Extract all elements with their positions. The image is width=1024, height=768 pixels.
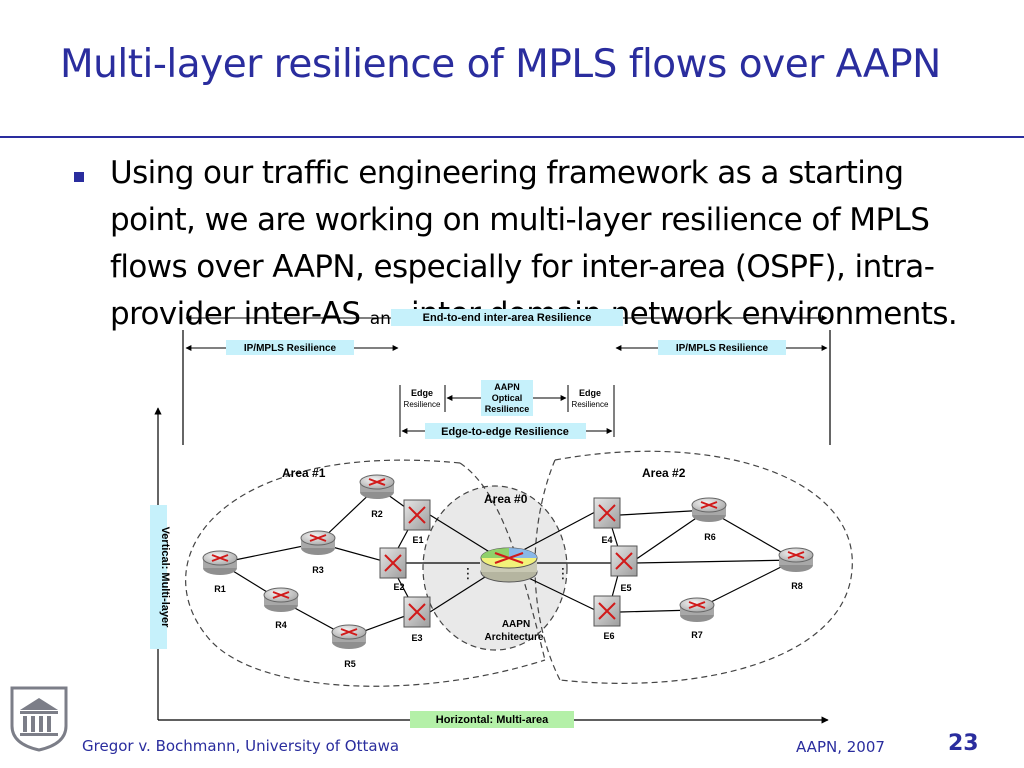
edge-switch-e3 — [403, 596, 431, 628]
e2-label: E2 — [393, 582, 404, 592]
area2-boundary — [554, 450, 853, 684]
bullet-main: Using our traffic engineering framework … — [110, 155, 935, 332]
aapn-optical-label-2: Optical — [492, 393, 523, 403]
title-divider — [0, 136, 1024, 138]
edge-switch-e6 — [593, 595, 621, 627]
r8-label: R8 — [791, 581, 803, 591]
ip-mpls-left-label: IP/MPLS Resilience — [244, 343, 337, 354]
edge-switch-e4 — [593, 497, 621, 529]
edge-to-edge-label: Edge-to-edge Resilience — [441, 426, 569, 438]
ip-mpls-right-label: IP/MPLS Resilience — [676, 343, 769, 354]
router-r7 — [679, 597, 715, 622]
e5-label: E5 — [620, 583, 631, 593]
e4-label: E4 — [601, 535, 612, 545]
area2-label: Area #2 — [642, 466, 686, 480]
aapn-arch-label-2: Architecture — [485, 632, 544, 643]
e1-label: E1 — [412, 535, 423, 545]
r4-label: R4 — [275, 620, 287, 630]
ip-mpls-right-label-bg — [658, 340, 786, 355]
area0-label: Area #0 — [484, 492, 528, 506]
router-r2 — [359, 474, 395, 499]
r6-label: R6 — [704, 532, 716, 542]
r1-label: R1 — [214, 584, 226, 594]
page-number: 23 — [948, 731, 979, 756]
bullet-square-icon — [74, 172, 84, 182]
area2-boundary-inner — [534, 459, 561, 681]
r2-label: R2 — [371, 509, 383, 519]
router-r1 — [202, 550, 238, 575]
e6-label: E6 — [603, 631, 614, 641]
area1-boundary-inner — [459, 462, 546, 661]
router-r3 — [300, 530, 336, 555]
edge-left-label-2: Resilience — [404, 400, 441, 409]
footer-event: AAPN, 2007 — [796, 738, 885, 756]
edge-right-label-bg — [569, 386, 613, 410]
router-r6 — [691, 497, 727, 522]
edge-left-label-1: Edge — [411, 388, 433, 398]
aapn-optical-label-3: Resilience — [485, 404, 530, 414]
edge-switch-e1 — [403, 499, 431, 531]
r5-label: R5 — [344, 659, 356, 669]
aapn-arch-label-1: AAPN — [502, 619, 530, 630]
area1-label: Area #1 — [282, 466, 326, 480]
end-to-end-label-bg — [391, 309, 623, 326]
edge-to-edge-label-bg — [425, 423, 586, 439]
edge-switch-e2 — [379, 547, 407, 579]
edge-switch-e5 — [610, 545, 638, 577]
edge-right-label-2: Resilience — [572, 400, 609, 409]
end-to-end-label: End-to-end inter-area Resilience — [423, 312, 592, 324]
r7-label: R7 — [691, 630, 703, 640]
slide-title: Multi-layer resilience of MPLS flows ove… — [60, 42, 941, 87]
dots-right: ⋮ — [556, 566, 570, 582]
vertical-label: Vertical: Multi-layer — [159, 527, 171, 629]
router-r5 — [331, 624, 367, 649]
aapn-optical-label-1: AAPN — [494, 382, 520, 392]
router-r4 — [263, 587, 299, 612]
aapn-core-icon — [480, 547, 538, 583]
university-logo-icon — [10, 686, 68, 752]
footer-author: Gregor v. Bochmann, University of Ottawa — [82, 737, 400, 755]
bullet-text: Using our traffic engineering framework … — [110, 150, 970, 343]
edge-right-label-1: Edge — [579, 388, 601, 398]
horizontal-label: Horizontal: Multi-area — [436, 714, 549, 726]
dots-left: ⋮ — [461, 566, 475, 582]
aapn-optical-label-bg — [481, 380, 533, 416]
e3-label: E3 — [411, 633, 422, 643]
router-r8 — [778, 547, 814, 572]
r3-label: R3 — [312, 565, 324, 575]
area1-boundary — [185, 459, 546, 687]
ip-mpls-left-label-bg — [226, 340, 354, 355]
horizontal-label-bg — [410, 711, 574, 728]
vertical-label-bg — [150, 505, 167, 649]
edge-left-label-bg — [401, 386, 444, 410]
